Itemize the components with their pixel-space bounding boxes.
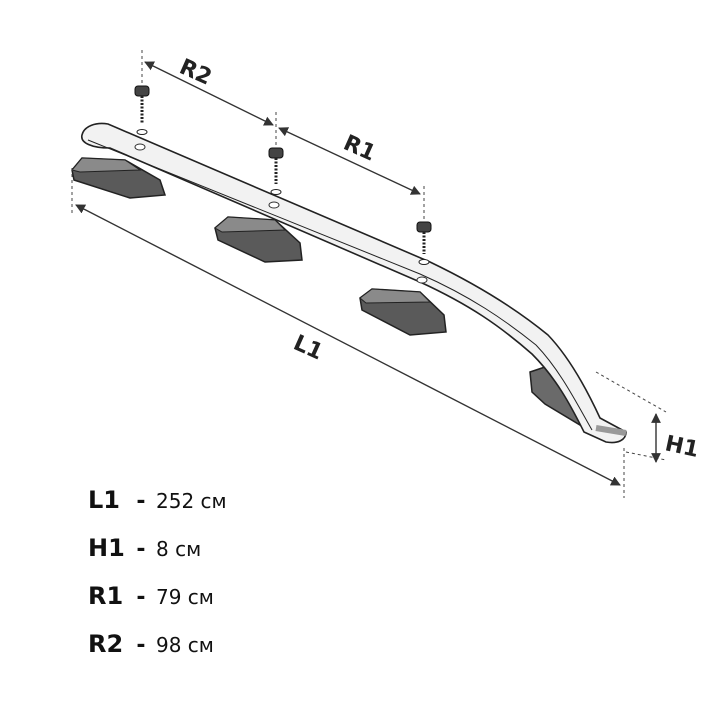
mount-hole-1	[134, 143, 146, 151]
spec-code: H1	[88, 534, 125, 562]
h1-label: H1	[663, 431, 701, 462]
r2-dimension-line	[144, 61, 274, 126]
l1-label: L1	[290, 331, 327, 366]
mount-hole-2	[268, 201, 280, 209]
spec-separator: -	[136, 633, 146, 658]
spec-value: 79 см	[156, 585, 214, 609]
spec-code: L1	[88, 486, 120, 514]
spec-value: 252 см	[156, 489, 227, 513]
spec-separator: -	[136, 585, 146, 610]
spec-row-h1: H1 - 8 см	[88, 534, 227, 582]
spec-row-l1: L1 - 252 см	[88, 486, 227, 534]
mount-hole-3	[416, 276, 428, 284]
bolt-1	[134, 85, 150, 135]
spec-code: R1	[88, 582, 124, 610]
bolt-2	[268, 147, 284, 195]
extension-lines	[71, 50, 667, 498]
support-foot-3	[359, 288, 447, 336]
r1-label: R1	[340, 131, 380, 167]
r2-label: R2	[176, 55, 216, 91]
spec-separator: -	[136, 489, 146, 514]
spec-separator: -	[136, 537, 146, 562]
r1-dimension-line	[278, 127, 421, 195]
dimension-spec-list: L1 - 252 см H1 - 8 см R1 - 79 см R2 - 98…	[88, 486, 227, 678]
spec-value: 8 см	[156, 537, 202, 561]
spec-code: R2	[88, 630, 124, 658]
spec-row-r1: R1 - 79 см	[88, 582, 227, 630]
support-foot-1	[71, 157, 167, 199]
spec-value: 98 см	[156, 633, 214, 657]
spec-row-r2: R2 - 98 см	[88, 630, 227, 678]
l1-dimension-line	[75, 204, 621, 486]
